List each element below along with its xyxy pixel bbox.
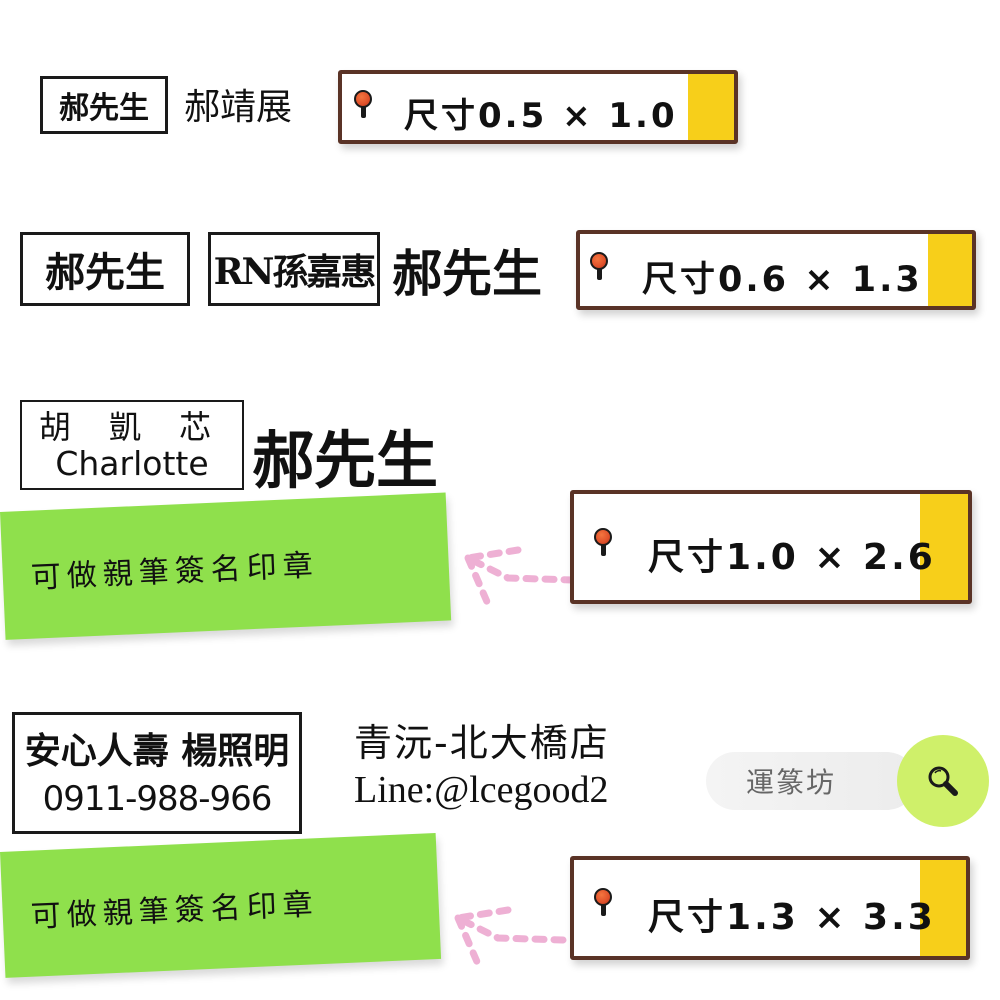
stamp-line-1: 胡 凱 芯 [38,408,226,446]
size-value-last: 6 [907,537,936,578]
stamp-sample-boxed-two-line: 胡 凱 芯 Charlotte [20,400,244,490]
dashed-arrow-icon [448,528,578,608]
size-value-last: 0 [650,96,678,136]
size-label-card: 尺寸1.0 × 2.6 [570,490,972,604]
size-value: 0.5 × 1. [478,96,651,136]
size-label-card: 尺寸0.6 × 1.3 [576,230,976,310]
stamp-line-2: Charlotte [55,444,209,483]
stamp-sample-plain-two-line: 青沅-北大橋店 Line:@lcegood2 [354,718,610,812]
note-text: 可做親筆簽名印章 [30,887,320,935]
search-button[interactable] [897,735,989,827]
sticky-note: 可做親筆簽名印章 [0,832,442,978]
stamp-sample-boxed: RN孫嘉惠 [208,232,380,306]
stamp-text: 郝靖展 [184,87,293,128]
size-value-last: 3 [895,260,923,300]
search-icon [928,766,958,796]
size-label-card: 尺寸1.3 × 3.3 [570,856,970,960]
sticky-note: 可做親筆簽名印章 [0,492,452,640]
stamp-sample-plain: 郝先生 [252,410,438,500]
size-prefix: 尺寸 [642,260,719,300]
stamp-text: RN孫嘉惠 [213,251,377,293]
stamp-text: 郝先生 [45,249,165,296]
highlight-bar [920,860,966,956]
size-prefix: 尺寸 [648,537,727,578]
note-text: 可做親筆簽名印章 [30,548,320,596]
stamp-sample-plain: 郝先生 [392,234,542,306]
stamp-text: 郝先生 [252,424,439,497]
size-value: 0.6 × 1. [718,260,896,300]
stamp-text: 郝先生 [392,244,542,303]
search-input[interactable]: 運篆坊 [706,752,916,810]
size-prefix: 尺寸 [404,96,478,136]
highlight-bar [920,494,968,600]
size-prefix: 尺寸 [648,897,727,938]
stamp-line-1: 安心人壽 楊照明 [24,730,290,772]
highlight-bar [928,234,972,306]
stamp-sample-boxed: 郝先生 [40,76,168,134]
size-label-card: 尺寸0.5 × 1.0 [338,70,738,144]
stamp-sample-plain: 郝靖展 [184,78,292,130]
stamp-line-2: 0911-988-966 [42,779,273,819]
stamp-line-2: Line:@lcegood2 [354,769,609,811]
size-value: 1.0 × 2. [726,537,908,578]
size-value-last: 3 [907,897,936,938]
stamp-line-1: 青沅-北大橋店 [354,721,610,765]
stamp-text: 郝先生 [59,91,149,126]
highlight-bar [688,74,734,140]
stamp-sample-boxed: 郝先生 [20,232,190,306]
size-value: 1.3 × 3. [726,897,908,938]
stamp-sample-boxed-two-line: 安心人壽 楊照明 0911-988-966 [12,712,302,834]
dashed-arrow-icon [438,888,568,968]
search-text: 運篆坊 [746,766,837,799]
